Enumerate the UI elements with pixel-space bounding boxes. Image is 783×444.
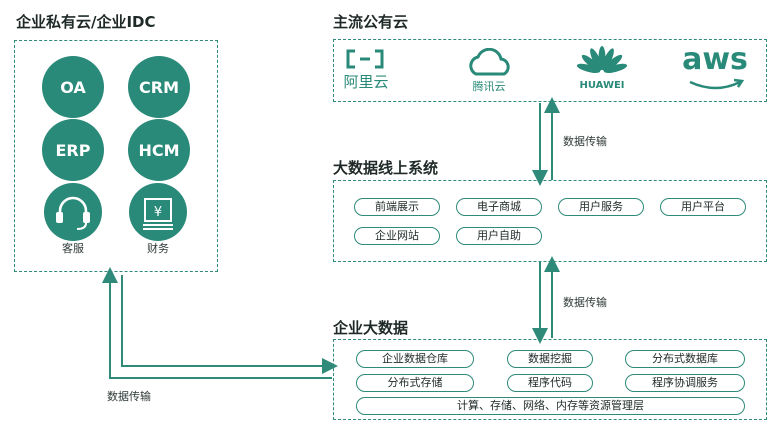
customer-service-label: 客服: [62, 242, 84, 255]
transfer-label-online-bigdata: 数据传输: [563, 296, 607, 309]
system-hcm: HCM: [128, 119, 190, 181]
finance-label: 财务: [147, 242, 169, 255]
tencent-cloud-label: 腾讯云: [472, 80, 506, 93]
huawei-icon: [576, 46, 628, 73]
aliyun-label: 阿里云: [343, 73, 389, 91]
transfer-label-cloud-online: 数据传输: [563, 135, 607, 148]
enterprise-bigdata-panel: [333, 339, 767, 420]
public-cloud-title: 主流公有云: [333, 13, 409, 31]
system-oa: OA: [42, 56, 104, 118]
online-system-panel: [333, 180, 767, 262]
resource-layer: 计算、存储、网络、内存等资源管理层: [356, 397, 745, 415]
online-item: 用户服务: [558, 198, 644, 216]
online-system-title: 大数据线上系统: [333, 159, 439, 177]
aliyun-icon: [346, 49, 384, 69]
bigdata-item: 程序代码: [507, 374, 593, 392]
tencent-cloud-icon: [469, 48, 510, 76]
headset-icon: [56, 196, 90, 230]
private-cloud-title: 企业私有云/企业IDC: [16, 13, 156, 31]
bigdata-item: 企业数据仓库: [356, 350, 474, 368]
bigdata-item: 分布式存储: [356, 374, 474, 392]
bigdata-item: 分布式数据库: [625, 350, 745, 368]
online-item: 电子商城: [456, 198, 542, 216]
huawei-label: HUAWEI: [579, 80, 625, 91]
online-item: 企业网站: [354, 227, 440, 245]
arrow-bigdata-to-private: [102, 267, 332, 379]
aws-label: aws: [682, 42, 748, 77]
finance-tile: ¥: [129, 183, 187, 241]
finance-icon: ¥: [143, 198, 173, 230]
online-item: 用户平台: [660, 198, 746, 216]
customer-service-tile: [44, 183, 102, 241]
arrow-private-to-bigdata: [121, 275, 338, 374]
public-cloud-panel: [333, 39, 767, 102]
bigdata-item: 数据挖掘: [507, 350, 593, 368]
enterprise-bigdata-title: 企业大数据: [333, 319, 409, 337]
online-item: 前端展示: [354, 198, 440, 216]
private-cloud-panel: [14, 40, 218, 272]
bigdata-item: 程序协调服务: [625, 374, 745, 392]
svg-text:¥: ¥: [154, 205, 162, 220]
transfer-label-bigdata-private: 数据传输: [107, 390, 151, 403]
system-crm: CRM: [128, 56, 190, 118]
system-erp: ERP: [42, 119, 104, 181]
aws-smile-icon: [689, 78, 745, 90]
online-item: 用户自助: [456, 227, 542, 245]
